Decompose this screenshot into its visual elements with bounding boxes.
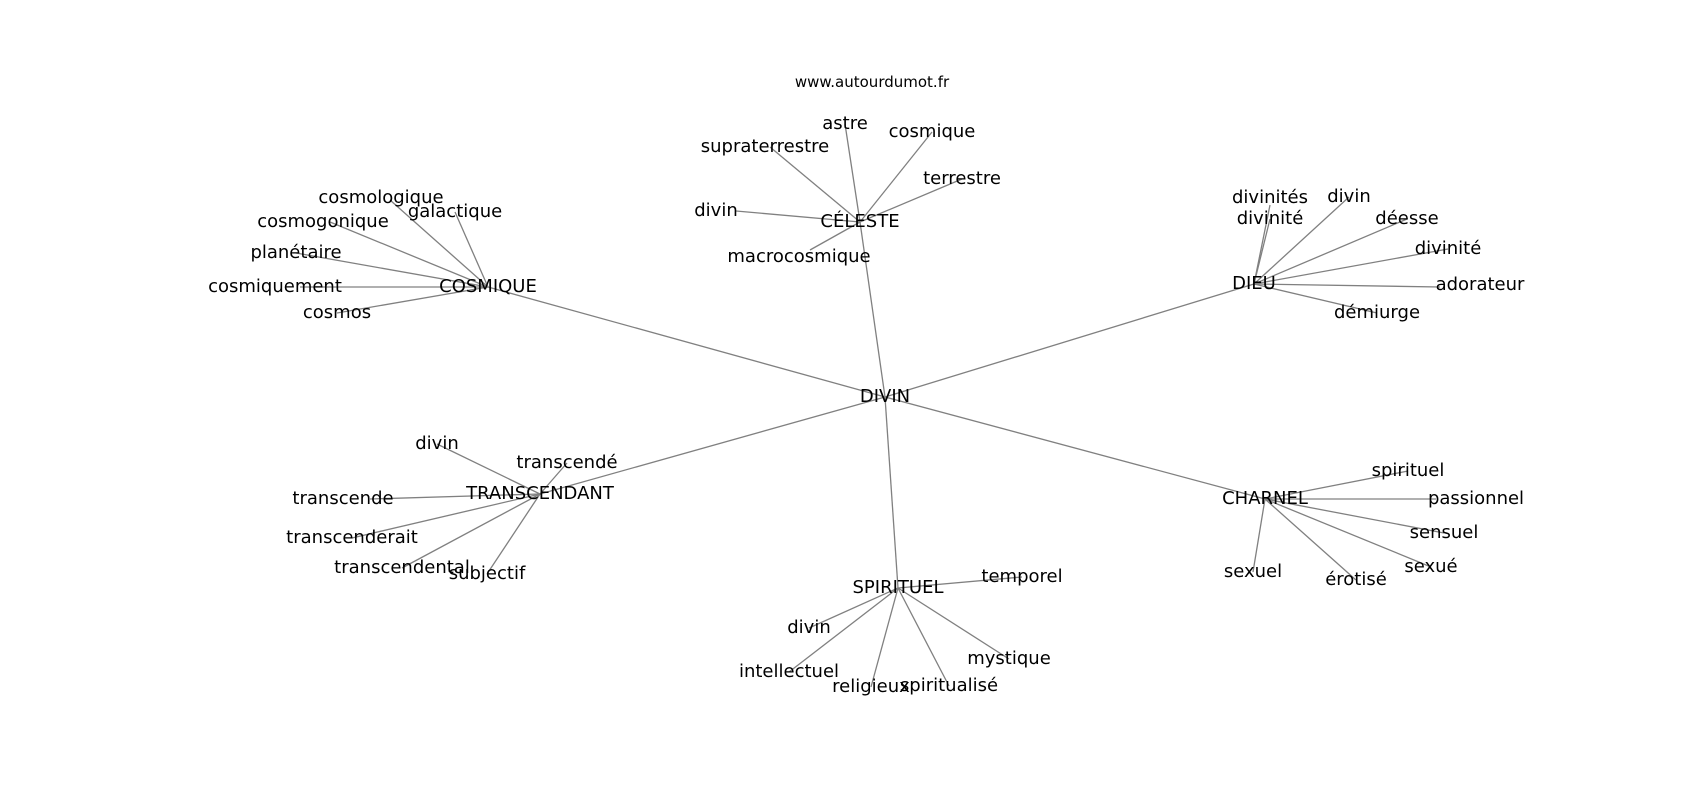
center-edge — [884, 396, 1266, 500]
term-edge — [389, 199, 489, 288]
term-node: déesse — [1375, 208, 1439, 229]
term-edge — [351, 493, 541, 539]
term-node: transcende — [292, 488, 394, 509]
term-node: planétaire — [250, 242, 342, 263]
center-edge — [487, 286, 886, 398]
term-edge — [329, 221, 489, 288]
center-edge — [859, 221, 886, 398]
term-edge — [1253, 196, 1350, 285]
term-edge — [1253, 218, 1271, 285]
term-node: divin — [787, 617, 831, 638]
source-credit: www.autourdumot.fr — [794, 73, 950, 91]
term-node: adorateur — [1435, 274, 1525, 295]
term-edge — [897, 587, 950, 687]
term-node: divinités — [1232, 187, 1308, 208]
center-edge — [539, 396, 886, 495]
term-node: sensuel — [1409, 522, 1479, 543]
term-node: cosmogonique — [257, 211, 389, 232]
term-edge — [436, 443, 541, 495]
term-edge — [401, 493, 541, 569]
term-edge — [897, 587, 1010, 660]
term-node: cosmologique — [318, 187, 444, 208]
term-node: passionnel — [1427, 488, 1525, 509]
term-edge — [1264, 498, 1357, 581]
term-edge — [844, 123, 861, 223]
term-edge — [295, 252, 489, 288]
term-edge — [1253, 218, 1408, 285]
term-edge — [539, 462, 568, 495]
term-edge — [735, 210, 861, 223]
term-node: démiurge — [1333, 302, 1421, 323]
center-edge — [884, 396, 899, 589]
term-edge — [859, 178, 963, 223]
term-edge — [486, 493, 541, 575]
hub-node: DIEU — [1232, 273, 1276, 294]
term-edge — [336, 286, 489, 314]
hub-node: CÉLESTE — [820, 211, 900, 232]
term-node: cosmique — [888, 121, 976, 142]
term-node: transcenderait — [286, 527, 418, 548]
term-node: transcendental — [334, 557, 470, 578]
term-edge — [1253, 248, 1449, 285]
term-node: intellectuel — [738, 661, 840, 682]
term-edge — [859, 131, 933, 223]
term-edge — [1253, 283, 1441, 288]
term-node: divin — [694, 200, 738, 221]
term-node: supraterrestre — [700, 136, 830, 157]
term-node: terrestre — [923, 168, 1001, 189]
term-node: macrocosmique — [727, 246, 871, 267]
term-node: religieux — [832, 676, 910, 697]
term-node: érotisé — [1325, 569, 1387, 590]
term-edge — [1264, 470, 1409, 500]
term-node: divinité — [1414, 238, 1482, 259]
hub-node: CHARNEL — [1222, 488, 1308, 509]
term-node: spiritualisé — [899, 675, 999, 696]
term-edge — [454, 211, 489, 288]
term-edge — [808, 587, 899, 629]
term-node: sexué — [1404, 556, 1458, 577]
term-node: astre — [822, 113, 868, 134]
term-edge — [870, 587, 899, 688]
term-edge — [1264, 498, 1445, 534]
term-node: sexuel — [1223, 561, 1283, 582]
term-node: divin — [415, 433, 459, 454]
term-edge — [788, 587, 899, 673]
term-edge — [809, 221, 861, 251]
term-node: divinité — [1236, 208, 1304, 229]
term-node: cosmos — [302, 302, 372, 323]
center-edge — [884, 283, 1255, 398]
term-edge — [369, 493, 541, 500]
hub-node: COSMIQUE — [439, 276, 537, 297]
hub-node: SPIRITUEL — [852, 577, 944, 598]
term-node: temporel — [981, 566, 1063, 587]
term-edge — [1252, 498, 1266, 573]
term-node: galactique — [407, 201, 503, 222]
center-node: DIVIN — [859, 386, 911, 407]
term-node: divin — [1327, 186, 1371, 207]
term-node: spirituel — [1371, 460, 1445, 481]
term-node: subjectif — [448, 563, 526, 584]
term-edge — [1264, 498, 1432, 568]
term-edge — [897, 576, 1023, 589]
term-node: transcendé — [516, 452, 618, 473]
term-node: cosmiquement — [208, 276, 342, 297]
hub-node: TRANSCENDANT — [466, 483, 614, 504]
term-edge — [769, 146, 861, 223]
term-node: mystique — [967, 648, 1051, 669]
term-edge — [1253, 283, 1378, 314]
